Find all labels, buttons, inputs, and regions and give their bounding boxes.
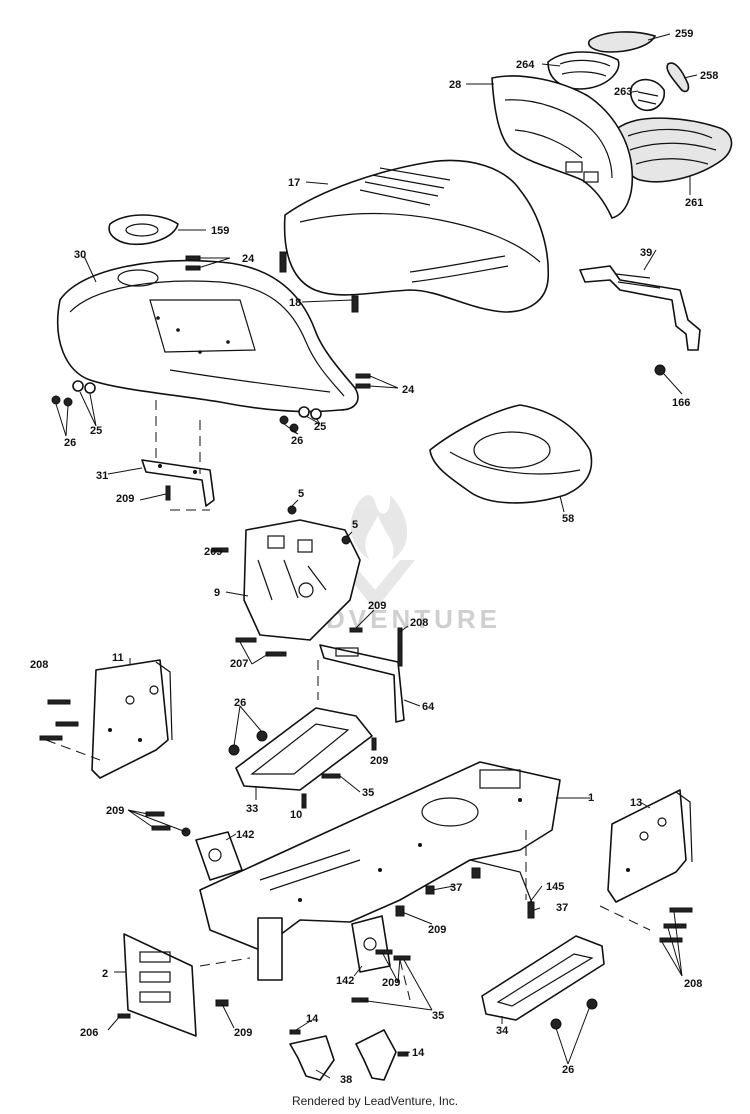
callout-26-left: 26 [64,437,76,449]
callout-208-support: 208 [410,617,428,629]
callout-11: 11 [112,652,124,664]
callout-166: 166 [672,397,690,409]
part-side-plate-11 [91,659,173,779]
callout-259: 259 [675,28,693,40]
callout-31: 31 [96,470,108,482]
callout-209-front: 209 [106,805,124,817]
part-lens-258 [666,62,690,93]
part-bracket-39 [579,265,701,376]
callout-37-left: 37 [450,882,462,894]
leader-lines [55,33,698,1079]
callout-209-left: 209 [116,493,134,505]
part-frame-1 [199,761,561,981]
callout-35-upper: 35 [362,787,374,799]
callout-26-footrest: 26 [234,697,246,709]
callout-14-right: 14 [412,1047,425,1059]
callout-10: 10 [290,809,302,821]
callout-39: 39 [640,247,652,259]
part-fender-30 [56,259,359,413]
callout-261: 261 [685,197,703,209]
callout-142-lower: 142 [336,975,354,987]
callout-25-middle: 25 [314,421,326,433]
part-hood-17 [279,159,550,313]
callout-263: 263 [614,86,632,98]
callout-209-lower: 209 [382,977,400,989]
callout-64: 64 [422,701,435,713]
part-fuel-cap-159 [108,214,179,246]
callout-207: 207 [230,658,248,670]
part-grille-261 [613,117,733,183]
callout-labels: 259 264 258 28 263 261 17 159 24 30 18 3… [30,28,718,1086]
alignment-lines [45,400,651,1001]
callout-58: 58 [562,513,574,525]
part-headlight-264 [547,51,620,90]
footer-credit: Rendered by LeadVenture, Inc. [291,1094,459,1108]
callout-25-left: 25 [90,425,102,437]
callout-159: 159 [211,225,229,237]
part-pan-58 [429,404,593,504]
callout-209-frame: 209 [428,924,446,936]
callout-18: 18 [289,297,301,309]
part-support-64 [319,644,405,723]
part-headlight-263 [629,78,666,112]
part-dash-panel-9 [243,505,361,641]
callout-258: 258 [700,70,718,82]
callout-24-upper: 24 [242,253,255,265]
part-front-plate-2 [123,933,197,1037]
callout-1: 1 [588,792,594,804]
callout-209-plate: 209 [234,1027,252,1039]
callout-17: 17 [288,177,300,189]
callout-26-middle: 26 [291,435,303,447]
part-bracket-142b [351,915,391,973]
callout-209-support: 209 [368,600,386,612]
callout-28: 28 [449,79,461,91]
callout-38: 38 [340,1074,352,1086]
callout-26-lower: 26 [562,1064,574,1076]
part-footrest-33 [235,707,373,791]
callout-145: 145 [546,881,564,893]
part-bracket-38 [289,1029,397,1081]
callout-5-right: 5 [352,519,358,531]
callout-30: 30 [74,249,86,261]
callout-2: 2 [102,968,108,980]
callout-142-upper: 142 [236,829,254,841]
callout-264: 264 [516,59,535,71]
callout-24-right: 24 [402,384,415,396]
part-lens-259 [588,31,657,53]
part-bracket-142a [195,831,243,881]
callout-209-dash: 209 [204,546,222,558]
callout-33: 33 [246,803,258,815]
callout-9: 9 [214,587,220,599]
callout-35-lower: 35 [432,1010,444,1022]
callout-5-left: 5 [298,488,304,500]
callout-208-left: 208 [30,659,48,671]
callout-13: 13 [630,797,642,809]
part-footrest-34 [481,935,605,1021]
callout-206: 206 [80,1027,98,1039]
callout-14-left: 14 [306,1013,319,1025]
part-nose-panel-28 [491,75,634,219]
callout-37-right: 37 [556,902,568,914]
callout-208-right: 208 [684,978,702,990]
part-side-plate-13 [607,789,693,903]
callout-209-footrest: 209 [370,755,388,767]
callout-34: 34 [496,1025,509,1037]
part-bracket-31 [141,459,215,507]
